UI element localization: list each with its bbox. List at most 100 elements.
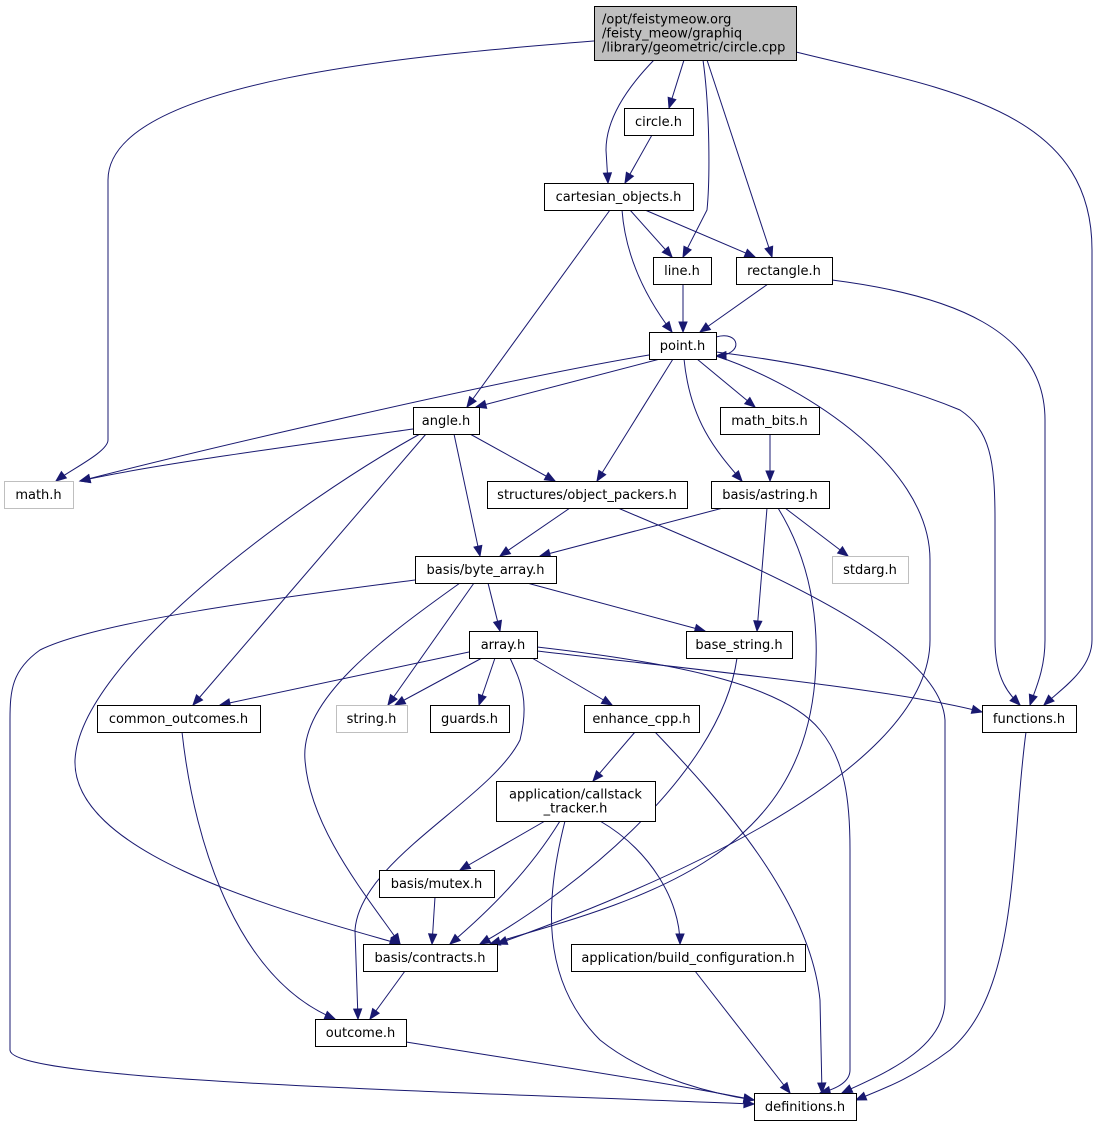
- node-math-bits-h[interactable]: math_bits.h: [720, 407, 820, 435]
- edge-array_h-to-enhance_cpp_h: [531, 657, 614, 706]
- arrowhead-icon: [352, 1008, 363, 1021]
- edge-byte_array_h-to-string_h: [387, 582, 475, 707]
- node-label: angle.h: [422, 414, 470, 429]
- edge-circle_h-to-cartesian_objects_h: [624, 134, 653, 185]
- edge-rectangle_h-to-functions_h: [831, 279, 1046, 707]
- arrowhead-icon: [474, 399, 488, 409]
- node-circle-cpp[interactable]: /opt/feistymeow.org/feisty_meow/graphiq/…: [594, 6, 797, 61]
- arrowhead-icon: [675, 933, 685, 946]
- node-enhance-cpp-h[interactable]: enhance_cpp.h: [584, 705, 700, 733]
- arrowhead-icon: [543, 471, 557, 482]
- edges-layer: [9, 40, 1093, 1109]
- node-label: /library/geometric/circle.cpp: [602, 41, 785, 56]
- arrowhead-icon: [667, 96, 677, 110]
- node-box: [594, 6, 797, 61]
- edge-byte_array_h-to-base_string_h: [526, 582, 707, 633]
- edge-astring_h-to-byte_array_h: [538, 507, 724, 558]
- node-label: line.h: [664, 264, 700, 279]
- node-guards-h[interactable]: guards.h: [430, 705, 510, 733]
- node-label: math.h: [15, 488, 61, 503]
- arrowhead-icon: [854, 1091, 868, 1101]
- nodes-layer: /opt/feistymeow.org/feisty_meow/graphiq/…: [4, 6, 1077, 1121]
- edge-point_h-to-math_h: [78, 354, 650, 483]
- edge-array_h-to-functions_h: [536, 650, 984, 714]
- arrowhead-icon: [592, 769, 604, 783]
- arrowhead-icon: [369, 1007, 381, 1021]
- edge-callstack_tracker_h-to-build_configuration_h: [599, 820, 685, 946]
- node-outcome-h[interactable]: outcome.h: [315, 1019, 407, 1047]
- node-math-h[interactable]: math.h: [4, 481, 74, 509]
- node-box: [469, 631, 538, 659]
- node-label: enhance_cpp.h: [592, 712, 690, 727]
- node-label: /feisty_meow/graphiq: [602, 27, 742, 42]
- node-line-h[interactable]: line.h: [653, 257, 712, 285]
- node-label: circle.h: [635, 115, 682, 130]
- edge-circle_cpp-to-line_h: [682, 59, 710, 259]
- edge-point_h-to-object_packers_h: [596, 358, 674, 483]
- arrowhead-icon: [764, 245, 774, 259]
- arrowhead-icon: [840, 1084, 854, 1094]
- node-build-configuration-h[interactable]: application/build_configuration.h: [571, 944, 806, 972]
- edge-enhance_cpp_h-to-definitions_h: [654, 731, 827, 1095]
- node-stdarg-h[interactable]: stdarg.h: [832, 556, 909, 584]
- node-base-string-h[interactable]: base_string.h: [686, 631, 793, 659]
- arrowhead-icon: [458, 860, 472, 871]
- node-definitions-h[interactable]: definitions.h: [754, 1093, 857, 1121]
- edge-math_bits_h-to-astring_h: [765, 434, 775, 483]
- node-mutex-h[interactable]: basis/mutex.h: [379, 870, 495, 898]
- node-label: point.h: [660, 339, 706, 354]
- edge-circle_cpp-to-functions_h: [795, 51, 1093, 706]
- node-point-h[interactable]: point.h: [649, 332, 717, 360]
- node-common-outcomes-h[interactable]: common_outcomes.h: [97, 705, 261, 733]
- arrowhead-icon: [387, 693, 398, 707]
- node-label: common_outcomes.h: [109, 712, 248, 727]
- arrowhead-icon: [836, 545, 850, 557]
- arrowhead-icon: [765, 470, 775, 483]
- arrowhead-icon: [596, 469, 607, 483]
- arrowhead-icon: [817, 1082, 827, 1095]
- arrowhead-icon: [78, 474, 92, 484]
- arrowhead-icon: [600, 695, 614, 706]
- arrowhead-icon: [54, 470, 68, 482]
- node-label: application/callstack: [509, 788, 642, 803]
- node-functions-h[interactable]: functions.h: [982, 705, 1077, 733]
- node-box: [686, 631, 793, 659]
- node-label: definitions.h: [765, 1100, 845, 1115]
- arrowhead-icon: [1043, 694, 1055, 706]
- arrowhead-icon: [779, 1081, 791, 1095]
- arrowhead-icon: [624, 171, 635, 185]
- node-box: [315, 1019, 407, 1047]
- node-array-h[interactable]: array.h: [469, 631, 538, 659]
- node-label: structures/object_packers.h: [497, 488, 677, 503]
- node-angle-h[interactable]: angle.h: [413, 407, 480, 435]
- edge-outcome_h-to-definitions_h: [405, 1041, 756, 1103]
- edge-array_h-to-outcome_h: [352, 657, 525, 1021]
- node-circle-h[interactable]: circle.h: [624, 108, 694, 136]
- node-box: [584, 705, 700, 733]
- node-contracts-h[interactable]: basis/contracts.h: [363, 944, 498, 972]
- node-astring-h[interactable]: basis/astring.h: [711, 481, 830, 509]
- node-box: [720, 407, 820, 435]
- edge-array_h-to-guards_h: [477, 657, 496, 707]
- edge-cartesian_objects_h-to-angle_h: [466, 209, 611, 409]
- node-string-h[interactable]: string.h: [336, 705, 408, 733]
- arrowhead-icon: [753, 620, 763, 633]
- node-cartesian-objects-h[interactable]: cartesian_objects.h: [544, 183, 694, 211]
- edge-angle_h-to-math_h: [78, 428, 414, 484]
- edge-point_h-to-functions_h: [715, 351, 1021, 706]
- edge-circle_cpp-to-cartesian_objects_h: [602, 59, 655, 185]
- node-box: [379, 870, 495, 898]
- arrowhead-icon: [393, 695, 407, 706]
- edge-cartesian_objects_h-to-point_h: [621, 209, 673, 334]
- node-object-packers-h[interactable]: structures/object_packers.h: [487, 481, 688, 509]
- node-byte-array-h[interactable]: basis/byte_array.h: [415, 556, 557, 584]
- node-callstack-tracker-h[interactable]: application/callstack_tracker.h: [496, 781, 656, 822]
- edge-rectangle_h-to-point_h: [698, 283, 769, 333]
- node-rectangle-h[interactable]: rectangle.h: [736, 257, 833, 285]
- edge-cartesian_objects_h-to-line_h: [629, 209, 673, 259]
- node-label: basis/byte_array.h: [427, 563, 545, 578]
- arrowhead-icon: [192, 693, 204, 707]
- edge-circle_cpp-to-math_h: [54, 40, 595, 482]
- edge-object_packers_h-to-definitions_h: [617, 507, 946, 1094]
